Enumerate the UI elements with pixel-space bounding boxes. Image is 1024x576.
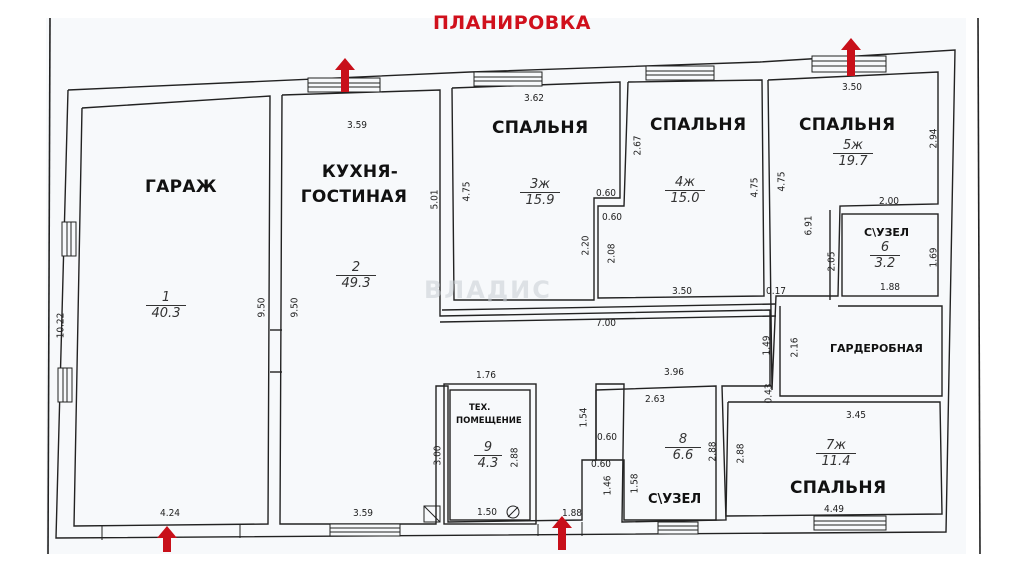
dim-label: 4.75 — [749, 177, 761, 198]
dim-label: 3.45 — [846, 410, 867, 421]
dim-label: 2.88 — [509, 447, 521, 468]
dim-label: 2.08 — [606, 243, 618, 264]
dim-label: 1.50 — [477, 507, 498, 518]
dim-label: 1.88 — [562, 508, 583, 519]
dim-label: 2.00 — [879, 196, 900, 207]
dim-label: 3.59 — [347, 120, 368, 131]
plan-paper — [46, 18, 966, 554]
dim-label: 5.01 — [429, 189, 441, 210]
dim-label: 3.00 — [432, 445, 444, 466]
dim-label: 2.16 — [789, 337, 801, 358]
dim-label: 9.50 — [289, 297, 301, 318]
dim-label: 3.50 — [672, 286, 693, 297]
room-label-bath6: С\УЗЕЛ — [864, 226, 910, 239]
dim-label: 3.62 — [524, 93, 545, 104]
dim-label: 6.91 — [803, 215, 815, 236]
dim-label: 0.43 — [763, 383, 775, 404]
room-label-tech-line1: ТЕХ. — [469, 403, 491, 413]
dim-label: 2.88 — [707, 441, 719, 462]
room-label-kitchen-line2: ГОСТИНАЯ — [300, 187, 408, 207]
watermark-text: ВЛАДИС — [424, 276, 552, 304]
room-label-bedroom3: СПАЛЬНЯ — [492, 118, 589, 138]
dim-label: 0.60 — [597, 432, 618, 443]
dim-label: 4.75 — [776, 171, 788, 192]
dim-label: 1.76 — [476, 370, 497, 381]
dim-label: 3.50 — [842, 82, 863, 93]
dim-label: 1.54 — [578, 407, 590, 428]
dim-label: 2.88 — [735, 443, 747, 464]
dim-label: 0.60 — [591, 459, 612, 470]
dim-label: 2.05 — [826, 251, 838, 272]
dim-label: 1.69 — [928, 247, 940, 268]
dim-label: 4.24 — [160, 508, 181, 519]
dim-label: 0.17 — [766, 286, 787, 297]
dim-label: 0.60 — [596, 188, 617, 199]
arrow-up-icon — [335, 58, 355, 92]
dim-label: 1.46 — [602, 475, 614, 496]
room-label-kitchen-line1: КУХНЯ- — [321, 162, 399, 182]
room-label-bedroom7: СПАЛЬНЯ — [790, 478, 887, 498]
room-label-garage: ГАРАЖ — [145, 177, 217, 197]
entrance-arrows — [157, 38, 861, 552]
dim-label: 1.49 — [761, 335, 773, 356]
room-label-bath8: С\УЗЕЛ — [648, 492, 702, 507]
arrow-up-icon — [552, 516, 572, 550]
room-label-bedroom4: СПАЛЬНЯ — [650, 115, 747, 135]
dim-label: 4.75 — [461, 181, 473, 202]
dim-label: 3.59 — [353, 508, 374, 519]
arrow-up-icon — [841, 38, 861, 76]
dim-label: 7.00 — [596, 318, 617, 329]
plan-title: ПЛАНИРОВКА — [433, 12, 591, 34]
dim-label: 1.88 — [880, 282, 901, 293]
dim-label: 10.22 — [55, 312, 67, 339]
dim-label: 2.63 — [645, 394, 666, 405]
dim-label: 3.96 — [664, 367, 685, 378]
dim-label: 4.49 — [824, 504, 845, 515]
dim-label: 2.20 — [580, 235, 592, 256]
room-label-wardrobe: ГАРДЕРОБНАЯ — [830, 342, 923, 355]
room-label-tech-line2: ПОМЕЩЕНИЕ — [456, 416, 522, 426]
dim-label: 1.58 — [629, 473, 641, 494]
dim-label: 0.60 — [602, 212, 623, 223]
dim-label: 2.94 — [928, 128, 940, 149]
room-label-bedroom5: СПАЛЬНЯ — [799, 115, 896, 135]
dim-label: 9.50 — [256, 297, 268, 318]
arrow-up-icon — [157, 526, 177, 552]
dim-label: 2.67 — [632, 135, 644, 156]
